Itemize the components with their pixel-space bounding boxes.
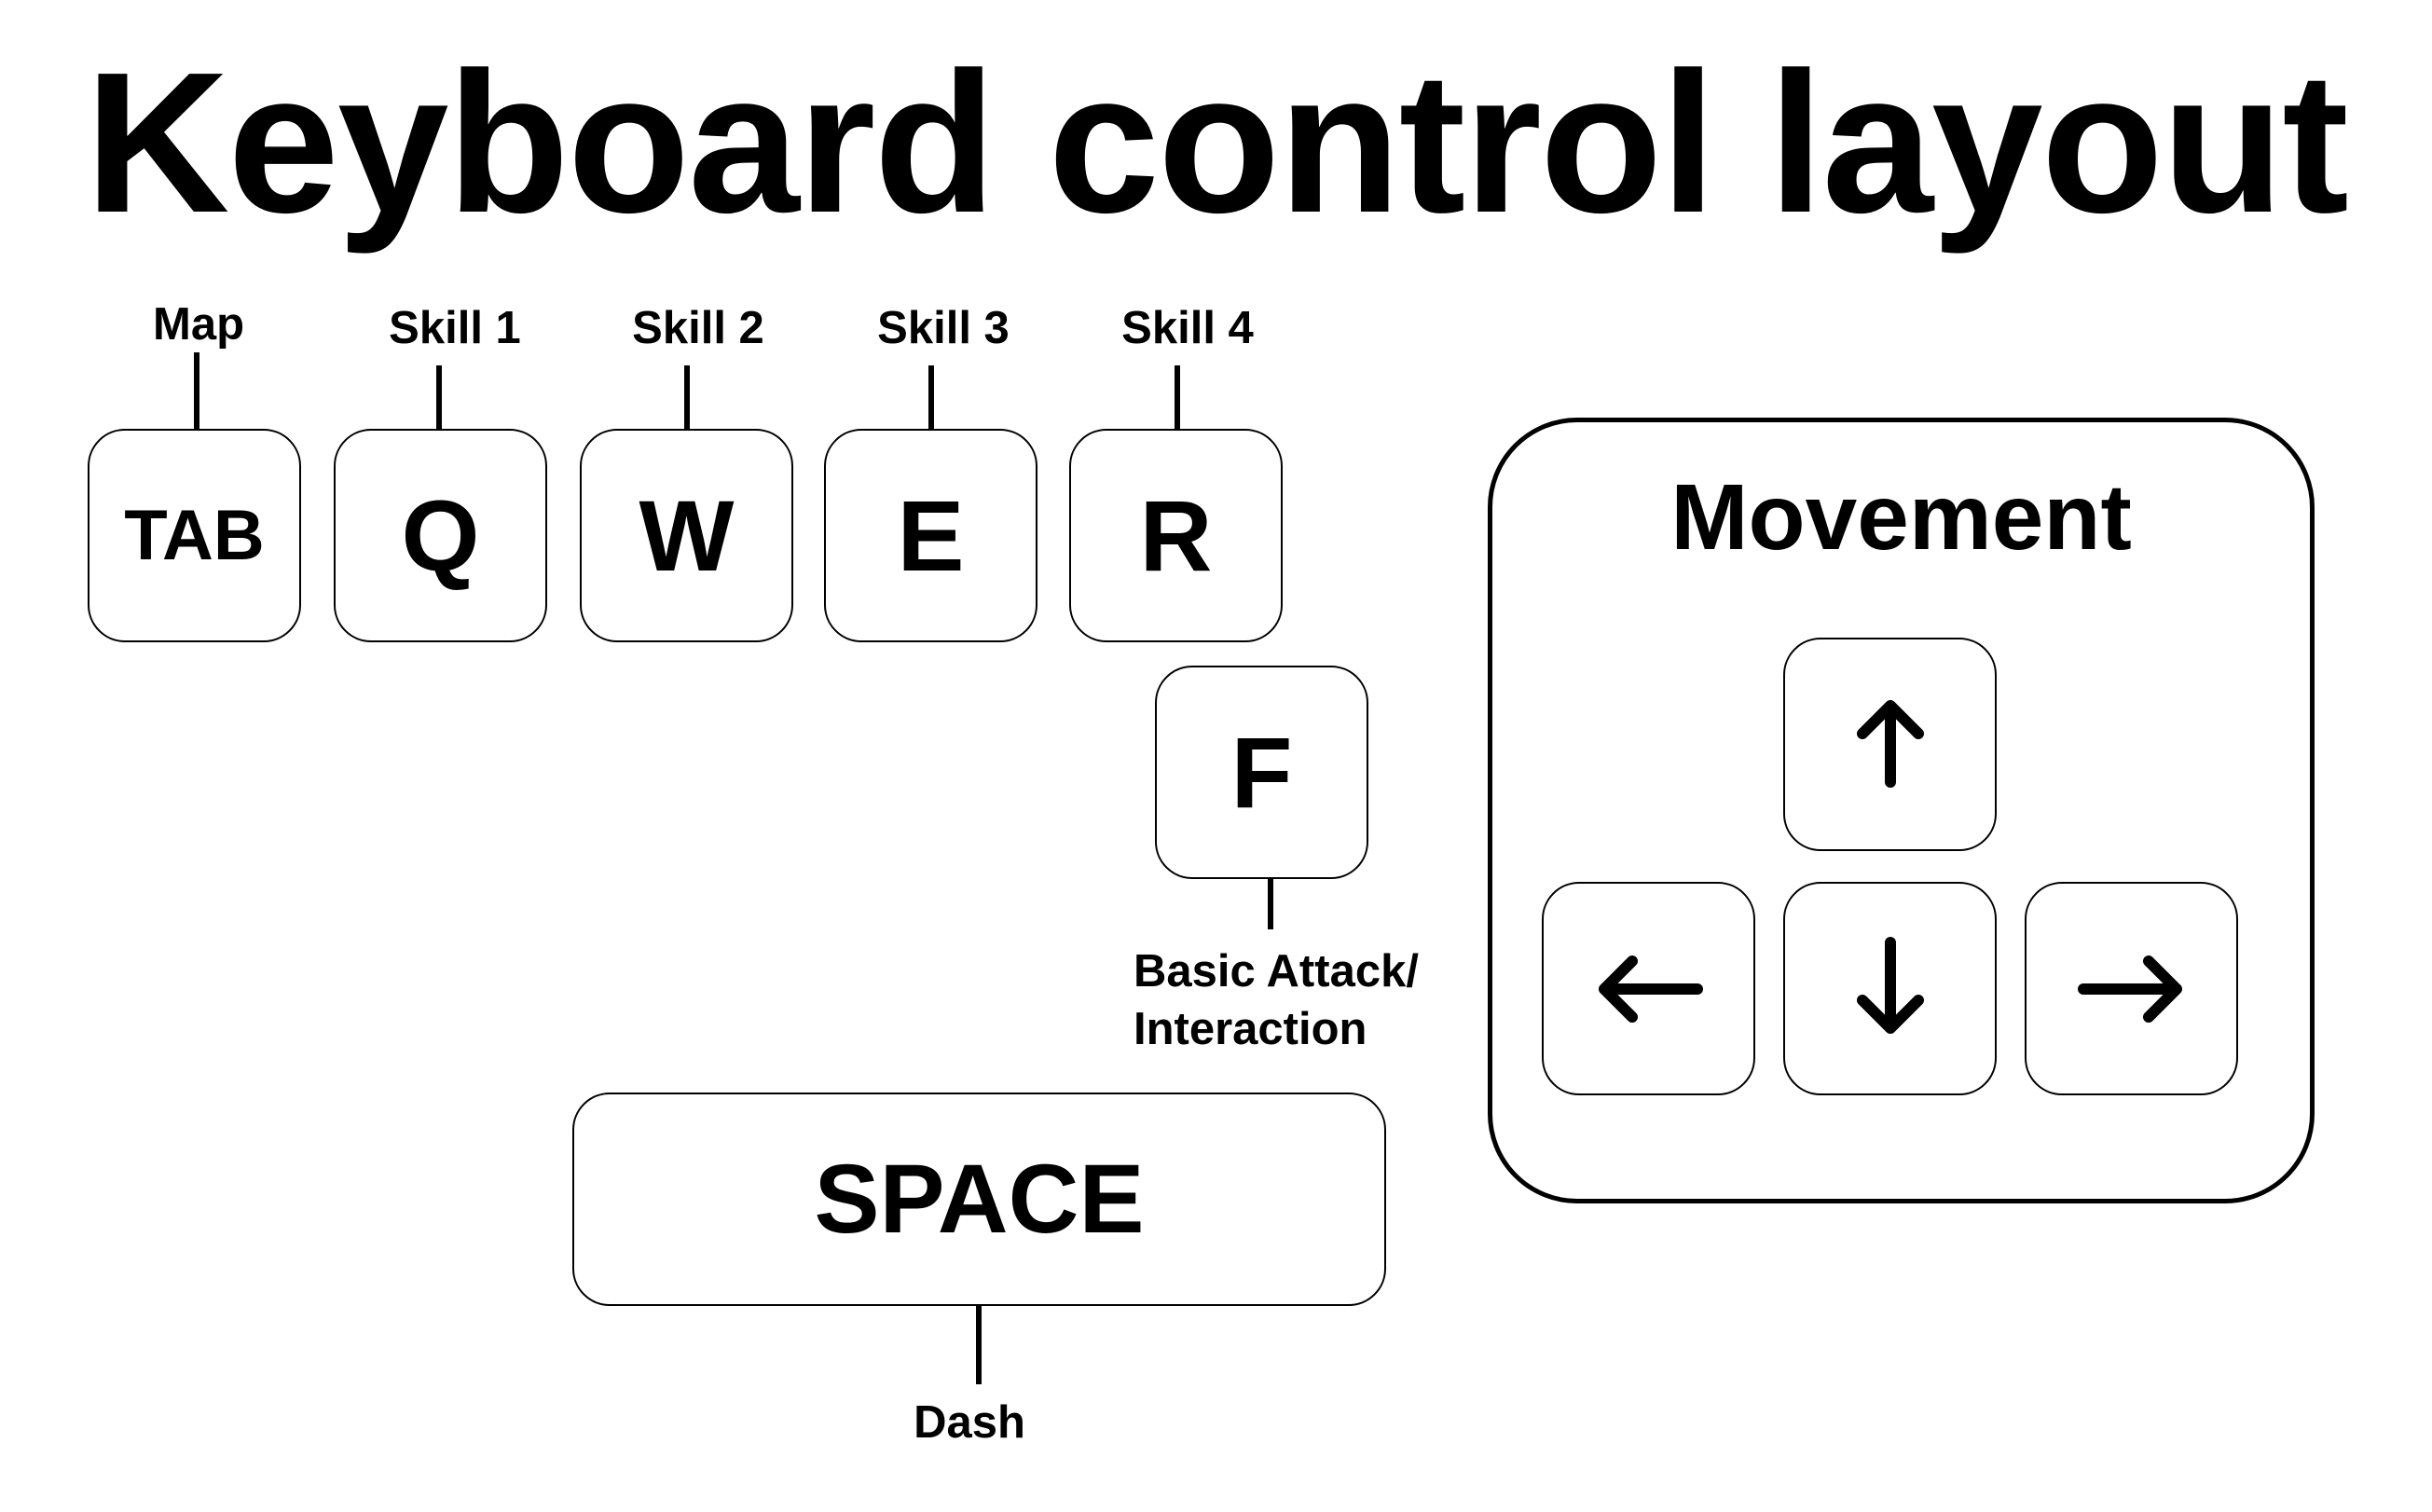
interaction-label: Interaction <box>1134 1004 1367 1054</box>
tab-key-label: TAB <box>124 495 265 575</box>
e-key-label: E <box>897 478 965 592</box>
q-key[interactable]: Q <box>334 429 547 642</box>
map-label: Map <box>153 299 244 350</box>
down-arrow-icon <box>1856 936 1924 1034</box>
skill-2-label: Skill 2 <box>632 303 764 353</box>
right-arrow-key[interactable] <box>2025 882 2238 1095</box>
skill-4-label: Skill 4 <box>1121 303 1254 353</box>
right-arrow-icon <box>2077 955 2182 1023</box>
movement-title: Movement <box>1670 465 2132 570</box>
up-arrow-icon <box>1856 699 1924 788</box>
down-arrow-key[interactable] <box>1783 882 1997 1095</box>
f-key-label: F <box>1230 715 1293 829</box>
e-key[interactable]: E <box>824 429 1037 642</box>
basic-attack-label: Basic Attack/ <box>1134 946 1419 997</box>
space-key[interactable]: SPACE <box>572 1093 1386 1306</box>
w-key-label: W <box>639 478 735 592</box>
up-arrow-key[interactable] <box>1783 638 1997 851</box>
dash-label: Dash <box>914 1397 1025 1448</box>
f-key-connector <box>1268 879 1273 929</box>
skill-1-connector <box>436 365 442 429</box>
space-key-connector <box>976 1306 982 1384</box>
skill-3-connector <box>928 365 934 429</box>
skill-2-connector <box>684 365 690 429</box>
skill-4-connector <box>1175 365 1180 429</box>
tab-key[interactable]: TAB <box>88 429 301 642</box>
f-key[interactable]: F <box>1155 666 1368 879</box>
left-arrow-icon <box>1598 955 1703 1023</box>
space-key-label: SPACE <box>814 1145 1145 1254</box>
w-key[interactable]: W <box>580 429 793 642</box>
skill-1-label: Skill 1 <box>389 303 521 353</box>
r-key-label: R <box>1139 478 1213 592</box>
map-connector <box>194 352 199 429</box>
q-key-label: Q <box>401 478 480 592</box>
skill-3-label: Skill 3 <box>877 303 1010 353</box>
r-key[interactable]: R <box>1069 429 1283 642</box>
movement-panel <box>1488 418 2315 1203</box>
left-arrow-key[interactable] <box>1542 882 1755 1095</box>
page-title: Keyboard control layout <box>85 30 2349 254</box>
